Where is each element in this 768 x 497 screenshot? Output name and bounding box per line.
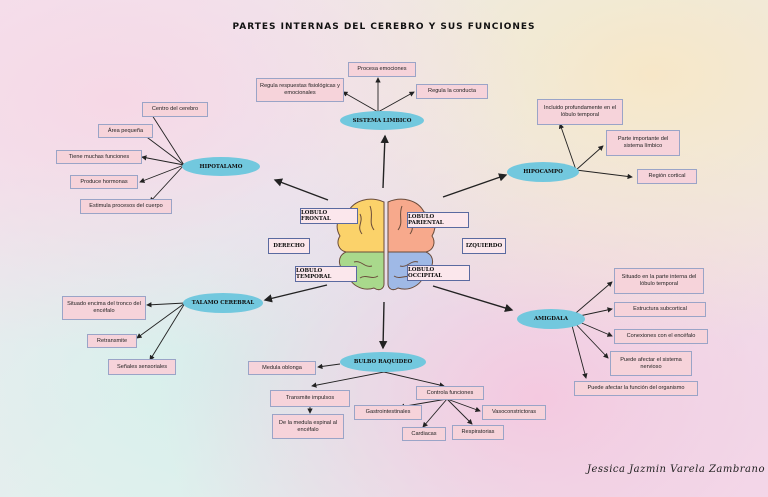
page-title: PARTES INTERNAS DEL CEREBRO Y SUS FUNCIO… <box>232 22 536 32</box>
talamo-item-senales: Señales sensoriales <box>108 359 176 375</box>
node-hipotalamo: HIPOTALAMO <box>182 157 260 176</box>
amigdala-item-organismo: Puede afectar la función del organismo <box>574 381 698 396</box>
hipotalamo-item-hormonas: Produce hormonas <box>70 175 138 189</box>
lobe-frontal-label: LOBULO FRONTAL <box>300 208 358 224</box>
node-hipocampo: HIPOCAMPO <box>507 162 579 182</box>
bulbo-item-medula: Medula oblonga <box>248 361 316 375</box>
lobe-parietal-label: LOBULO PARIENTAL <box>407 212 469 228</box>
hipotalamo-item-procesos: Estimula procesos del cuerpo <box>80 199 172 214</box>
hipotalamo-item-area: Área pequeña <box>98 124 153 138</box>
hipotalamo-item-funciones: Tiene muchas funciones <box>56 150 142 164</box>
hemisphere-left-label: IZQUIERDO <box>462 238 506 254</box>
hemisphere-right-label: DERECHO <box>268 238 310 254</box>
amigdala-item-nervioso: Puede afectar el sistema nervioso <box>610 351 692 376</box>
author-signature: Jessica Jazmin Varela Zambrano <box>587 464 765 475</box>
node-bulbo-raquideo: BULBO RAQUIDEO <box>340 352 426 372</box>
bulbo-funcion-vasoconstrictoras: Vasoconstrictoras <box>482 405 546 420</box>
bulbo-item-controla: Controla funciones <box>416 386 484 400</box>
bulbo-item-transmite: Transmite impulsos <box>270 390 350 407</box>
node-sistema-limbico: SISTEMA LIMBICO <box>340 111 424 130</box>
amigdala-item-conexiones: Conexiones con el encéfalo <box>614 329 708 344</box>
limbico-item-conducta: Regula la conducta <box>416 84 488 99</box>
node-talamo-cerebral: TALAMO CEREBRAL <box>183 293 263 313</box>
lobe-occipital-label: LOBULO OCCIPITAL <box>407 265 470 281</box>
talamo-item-retransmite: Retransmite <box>87 334 137 348</box>
hipotalamo-item-centro: Centro del cerebro <box>142 102 208 117</box>
brain-illustration <box>336 198 436 291</box>
talamo-item-situado: Situado encima del tronco del encéfalo <box>62 296 146 320</box>
amigdala-item-situado: Situado en la parte interna del lóbulo t… <box>614 268 704 294</box>
hipocampo-item-cortical: Región cortical <box>637 169 697 184</box>
amigdala-item-subcortical: Estructura subcortical <box>614 302 706 317</box>
limbico-item-emociones: Procesa emociones <box>348 62 416 77</box>
hipocampo-item-limbico: Parte importante del sistema límbico <box>606 130 680 156</box>
hipocampo-item-incluido: Incluido profundamente en el lóbulo temp… <box>537 99 623 125</box>
brain-icon <box>336 198 436 291</box>
limbico-item-respuestas: Regula respuestas fisiológicas y emocion… <box>256 78 344 102</box>
bulbo-funcion-cardiacas: Cardiacas <box>402 427 446 441</box>
bulbo-item-desde: De la medula espinal al encéfalo <box>272 414 344 439</box>
bulbo-funcion-respiratorias: Respiratorias <box>452 425 504 440</box>
bulbo-funcion-gastro: Gastrointestinales <box>354 405 422 420</box>
lobe-temporal-label: LOBULO TEMPORAL <box>295 266 357 282</box>
node-amigdala: AMIGDALA <box>517 309 585 329</box>
